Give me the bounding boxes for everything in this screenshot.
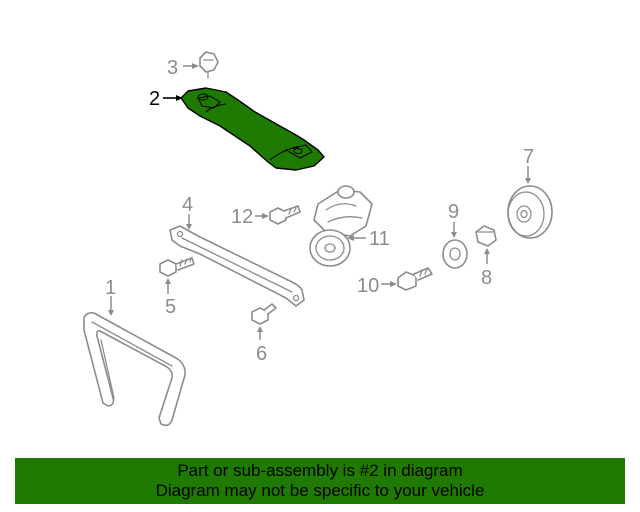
parts-diagram: 1 2 3 4 5 6 7 8 9 10 11 12 — [83, 51, 553, 427]
callout-12: 12 — [231, 206, 253, 228]
callout-4: 4 — [182, 194, 193, 216]
idler-pulley-part — [507, 185, 553, 239]
callout-6: 6 — [256, 343, 267, 365]
clip-part — [199, 51, 219, 79]
callout-9: 9 — [448, 201, 459, 223]
nut-part — [475, 225, 497, 247]
washer-part — [442, 239, 468, 269]
callout-10: 10 — [357, 275, 379, 297]
bolt-6-part — [251, 303, 277, 325]
leader-lines — [108, 63, 531, 340]
bolt-10-part — [397, 267, 433, 291]
bolt-12-part — [269, 205, 301, 225]
bolt-5-part — [159, 257, 195, 277]
callout-8: 8 — [481, 267, 492, 289]
callout-1: 1 — [105, 277, 116, 299]
footer-banner: Part or sub-assembly is #2 in diagram Di… — [15, 458, 625, 504]
belt-part — [83, 312, 186, 427]
belt-cover-part — [180, 87, 325, 171]
footer-line-2: Diagram may not be specific to your vehi… — [155, 481, 485, 500]
callout-11: 11 — [369, 228, 390, 250]
callout-5: 5 — [165, 296, 176, 318]
callout-7: 7 — [523, 146, 534, 168]
tensioner-part — [309, 185, 373, 267]
callout-labels: 1 2 3 4 5 6 7 8 9 10 11 12 — [105, 57, 534, 365]
callout-2: 2 — [149, 88, 160, 110]
footer-line-1: Part or sub-assembly is #2 in diagram — [177, 461, 463, 480]
bracket-part — [169, 225, 305, 307]
callout-3: 3 — [167, 57, 178, 79]
